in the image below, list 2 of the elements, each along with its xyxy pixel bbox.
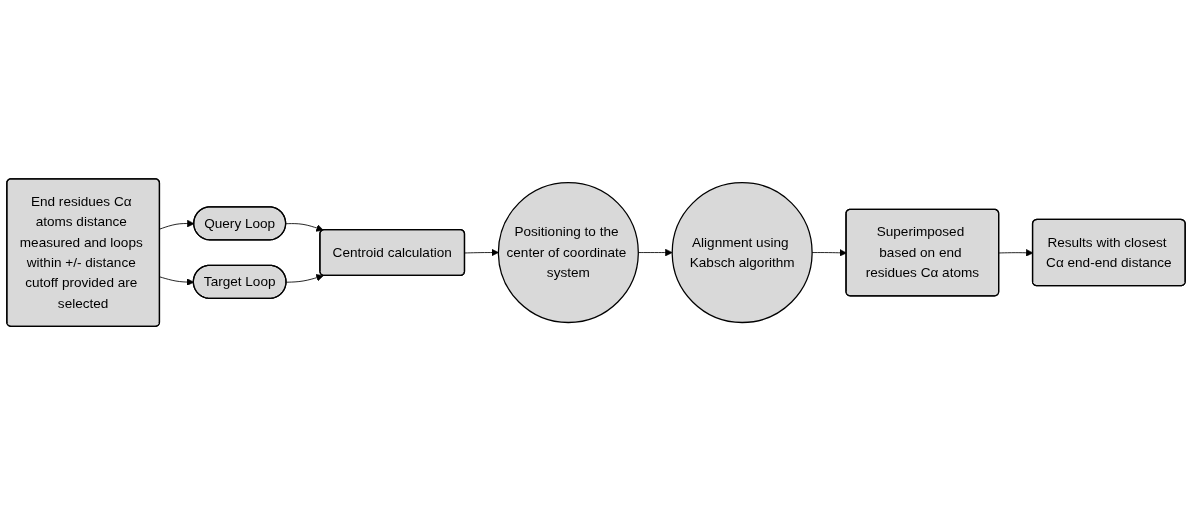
node-circle: Alignment using Kabsch algorithm — [671, 182, 813, 324]
node-circle: Positioning to the center of coordinate system — [497, 182, 639, 324]
